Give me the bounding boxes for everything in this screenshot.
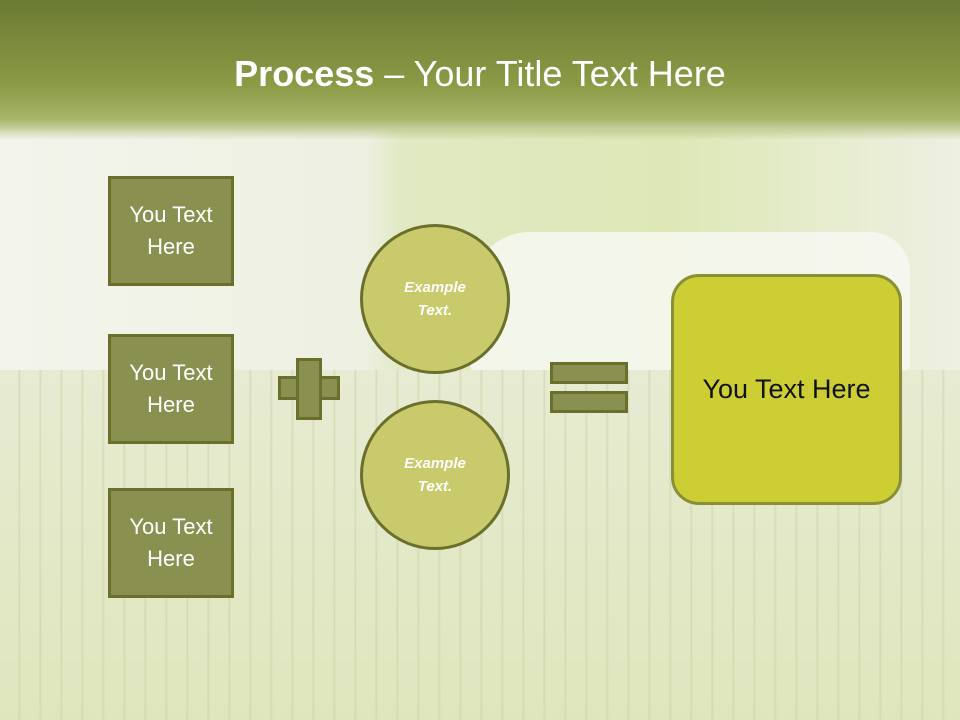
text-box-3-label: You Text Here [129,514,213,571]
header-band [0,0,960,140]
circle-2-label: Example Text. [404,455,466,495]
text-box-3: You Text Here [108,488,234,598]
result-box-label: You Text Here [702,374,871,404]
circle-1-label: Example Text. [404,279,466,319]
text-box-1-label: You Text Here [129,202,213,259]
text-box-1: You Text Here [108,176,234,286]
text-box-2-label: You Text Here [129,360,213,417]
circle-2: Example Text. [360,400,510,550]
result-box: You Text Here [671,274,902,505]
equals-icon-bottom [550,391,628,413]
slide-title: Process – Your Title Text Here [0,52,960,96]
title-bold: Process [234,53,375,94]
plus-icon-center [299,379,319,397]
circle-1: Example Text. [360,224,510,374]
text-box-2: You Text Here [108,334,234,444]
title-rest: – Your Title Text Here [374,53,726,94]
equals-icon-top [550,362,628,384]
